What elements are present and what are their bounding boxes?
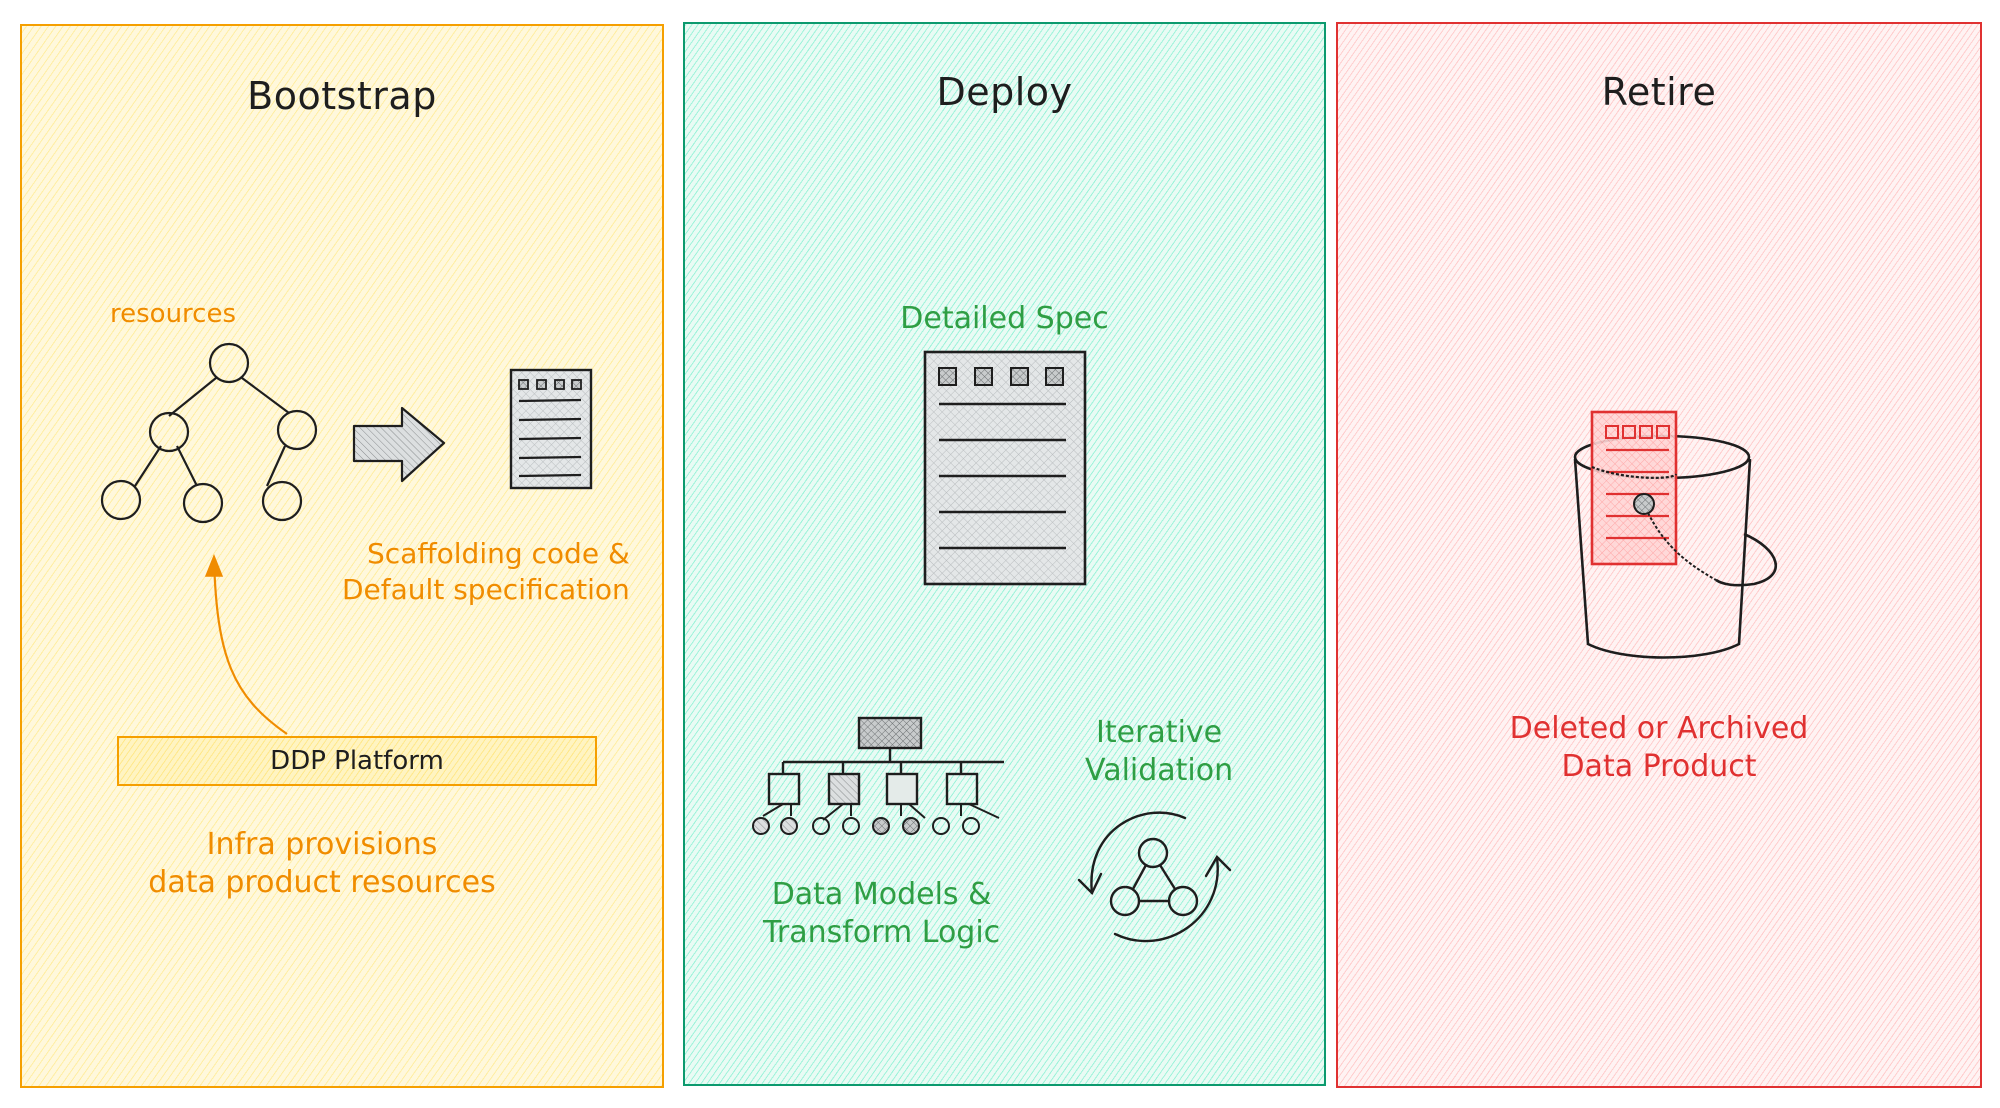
deploy-panel: Deploy Detailed Spec (683, 22, 1326, 1086)
resource-tree-icon (100, 342, 318, 524)
iterative-cycle-icon (1077, 811, 1232, 943)
resources-label: resources (110, 299, 237, 329)
bootstrap-caption-line1: Infra provisions (206, 827, 438, 862)
bootstrap-panel: Bootstrap resources (20, 24, 664, 1088)
scaffolding-label-line2: Default specification (342, 572, 630, 606)
retire-caption-line2: Data Product (1561, 749, 1757, 785)
ddp-platform-box: DDP Platform (117, 736, 597, 786)
data-models-label: Data Models & Transform Logic (763, 876, 1000, 953)
retire-caption: Deleted or Archived Data Product (1338, 710, 1980, 787)
iterative-validation-label: Iterative Validation (1085, 714, 1233, 791)
deploy-title: Deploy (936, 70, 1073, 114)
iterative-validation-label-line2: Validation (1085, 753, 1234, 789)
right-arrow-icon (352, 406, 446, 483)
scaffolding-label: Scaffolding code & Default specification (342, 536, 630, 608)
iterative-validation-label-line1: Iterative (1096, 715, 1223, 750)
ddp-platform-label: DDP Platform (270, 746, 444, 776)
retire-caption-line1: Deleted or Archived (1509, 711, 1809, 746)
bucket-with-document-icon (1573, 410, 1778, 659)
curved-up-arrow-icon (204, 553, 288, 735)
data-model-hierarchy-icon (752, 716, 1004, 835)
bootstrap-caption-line2: data product resources (148, 865, 496, 901)
data-models-label-line2: Transform Logic (763, 915, 1001, 951)
scaffolding-label-line1: Scaffolding code & (367, 537, 630, 570)
bootstrap-caption: Infra provisions data product resources (22, 826, 662, 903)
retire-title: Retire (1601, 70, 1717, 114)
retire-panel: Retire Deleted or Archived Data Product (1336, 22, 1982, 1088)
data-models-label-line1: Data Models & (771, 877, 992, 912)
bootstrap-title: Bootstrap (247, 74, 437, 118)
detailed-spec-document-icon (923, 350, 1087, 586)
spec-document-icon (509, 368, 593, 490)
detailed-spec-label: Detailed Spec (900, 301, 1109, 336)
